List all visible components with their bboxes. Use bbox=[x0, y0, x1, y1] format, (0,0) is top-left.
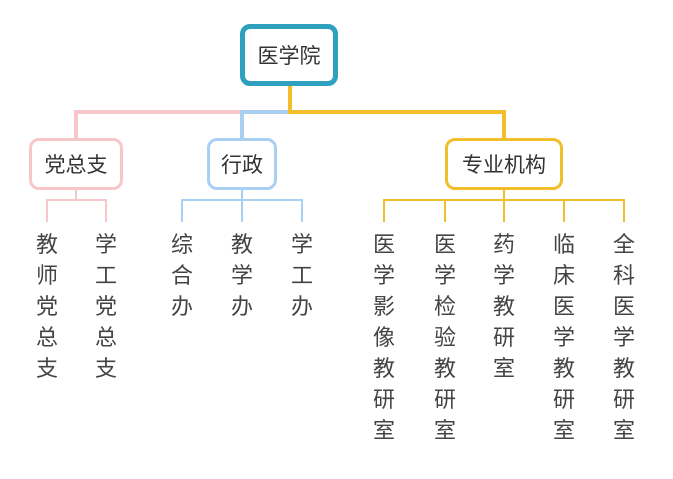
group-label-professional: 专业机构 bbox=[462, 153, 546, 177]
group-node-admin: 行政 bbox=[207, 138, 277, 190]
connector-root-admin bbox=[240, 110, 290, 138]
root-label: 医学院 bbox=[257, 44, 321, 68]
leaf-node: 医学检验教研室 bbox=[433, 233, 456, 444]
leaf-node: 医学影像教研室 bbox=[372, 233, 395, 444]
root-node: 医学院 bbox=[240, 24, 338, 86]
leaf-node: 教师党总支 bbox=[35, 233, 58, 382]
connector-root-professional bbox=[288, 86, 506, 138]
leaf-node: 综合办 bbox=[170, 233, 193, 320]
connector-party-leaves bbox=[46, 190, 107, 222]
leaf-node: 学工党总支 bbox=[94, 233, 117, 382]
leaf-node: 全科医学教研室 bbox=[612, 233, 635, 444]
leaf-node: 教学办 bbox=[230, 233, 253, 320]
group-node-party: 党总支 bbox=[29, 138, 123, 190]
leaf-node: 学工办 bbox=[290, 233, 313, 320]
leaf-node: 临床医学教研室 bbox=[552, 233, 575, 444]
group-label-admin: 行政 bbox=[221, 153, 263, 177]
connector-root-party bbox=[74, 110, 240, 138]
connector-admin-leaves bbox=[181, 190, 303, 222]
group-node-professional: 专业机构 bbox=[445, 138, 563, 190]
connector-professional-leaves bbox=[383, 190, 625, 222]
leaf-node: 药学教研室 bbox=[492, 233, 515, 382]
group-label-party: 党总支 bbox=[44, 153, 108, 177]
